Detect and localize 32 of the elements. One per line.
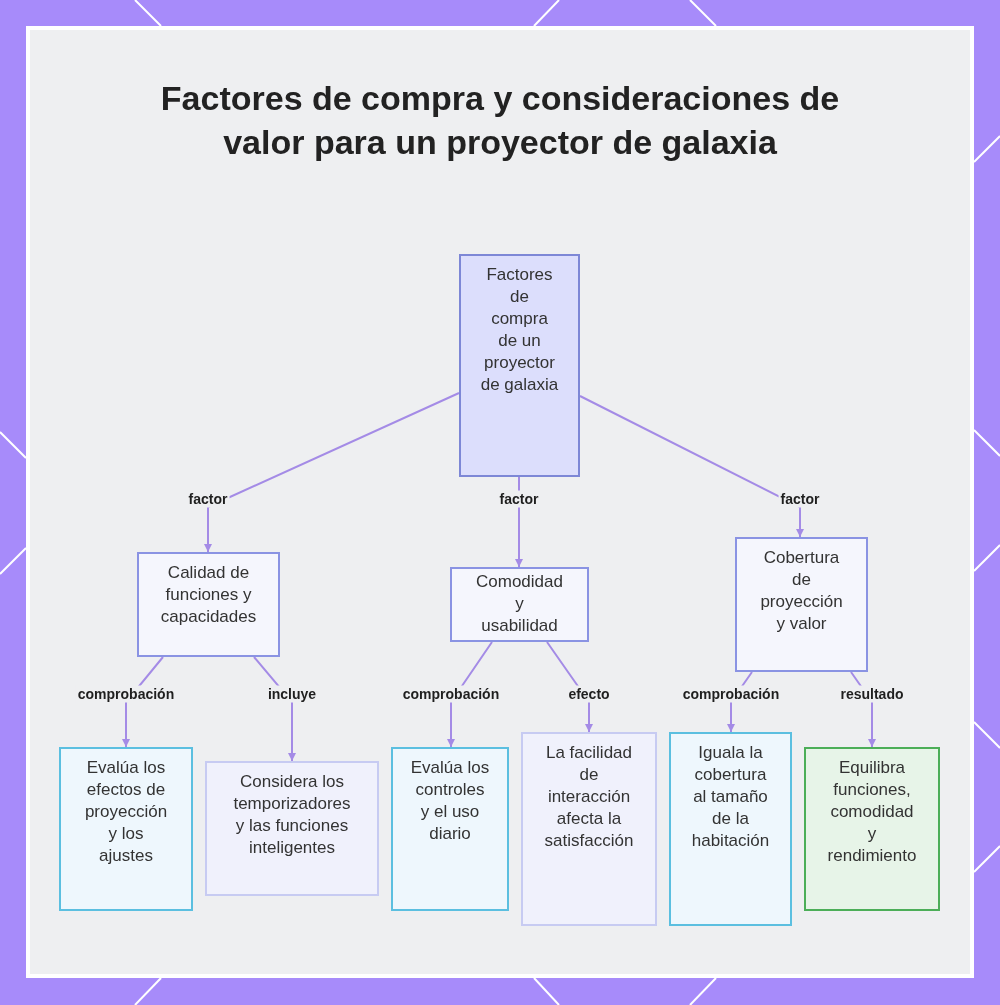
detail-box bbox=[521, 732, 657, 926]
edge-label: factor bbox=[778, 490, 822, 508]
node-text: Evalúa los controles y el uso diario bbox=[410, 757, 490, 845]
detail-box bbox=[669, 732, 792, 926]
edge-label: factor bbox=[497, 490, 541, 508]
node-text: Evalúa los efectos de proyección y los ajustes bbox=[83, 757, 169, 867]
node-text: Equilibra funciones, comodidad y rendimiento bbox=[826, 757, 918, 867]
node-text: Iguala la cobertura al tamaño de la habitación bbox=[690, 742, 771, 852]
topic-box bbox=[459, 254, 580, 477]
node-text: Considera los temporizadores y las funciones inteligentes bbox=[232, 771, 352, 859]
diagram-title: Factores de compra y consideraciones de valor para un proyector de galaxia bbox=[160, 78, 840, 163]
detail-box bbox=[205, 761, 379, 896]
node-text: Factores de compra de un proyector de galaxia bbox=[479, 264, 560, 396]
connector-arrow bbox=[579, 395, 804, 538]
edge-label: comprobación bbox=[75, 685, 177, 703]
category-box bbox=[735, 537, 868, 672]
edge-label: comprobación bbox=[680, 685, 782, 703]
edge-label: incluye bbox=[265, 685, 319, 703]
result-box bbox=[804, 747, 940, 911]
edge-label: comprobación bbox=[400, 685, 502, 703]
category-box bbox=[450, 567, 589, 642]
detail-box bbox=[391, 747, 509, 911]
connector-arrow bbox=[204, 392, 460, 553]
node-text: Calidad de funciones y capacidades bbox=[159, 562, 258, 628]
edge-label: factor bbox=[186, 490, 230, 508]
edge-label: resultado bbox=[838, 685, 906, 703]
node-text: Cobertura de proyección y valor bbox=[759, 547, 844, 635]
node-text: Comodidad y usabilidad bbox=[475, 571, 564, 637]
node-text: La facilidad de interacción afecta la satisfacción bbox=[543, 742, 635, 852]
category-box bbox=[137, 552, 280, 657]
detail-box bbox=[59, 747, 193, 911]
edge-label: efecto bbox=[566, 685, 612, 703]
